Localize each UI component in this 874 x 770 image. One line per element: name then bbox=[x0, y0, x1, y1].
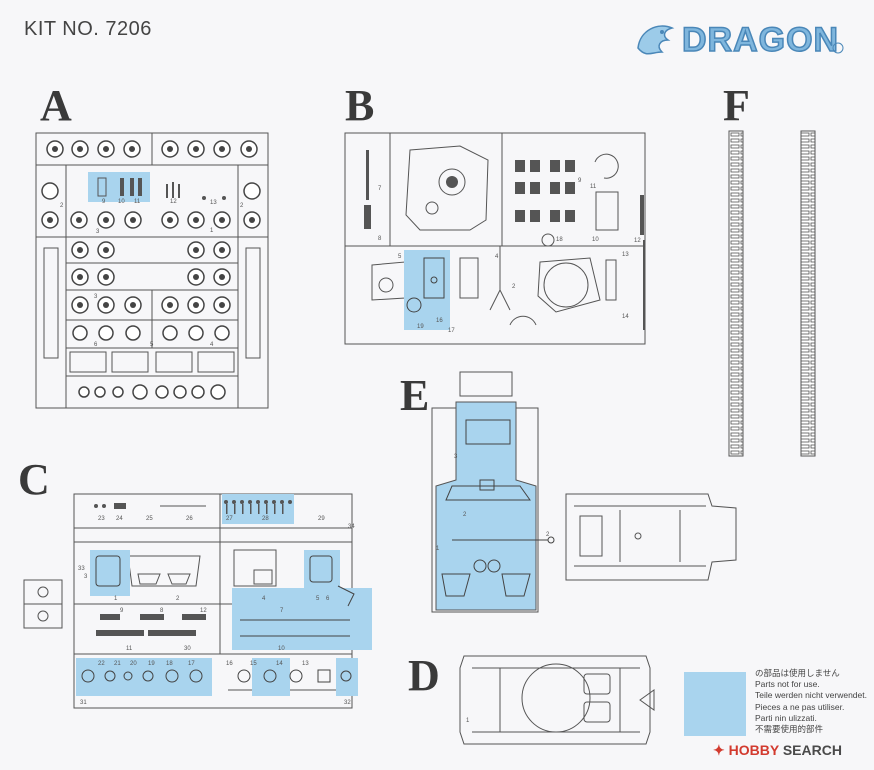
part-number: 11 bbox=[590, 184, 597, 190]
part-number: 9 bbox=[102, 199, 106, 205]
sprue-label-c: C bbox=[18, 455, 50, 504]
part-number: 2 bbox=[512, 284, 516, 290]
part-number: 20 bbox=[130, 661, 137, 667]
legend-line-it: Parti nin ulizzati. bbox=[755, 712, 817, 723]
part-number: 9 bbox=[578, 178, 582, 184]
part-number: 18 bbox=[556, 237, 563, 243]
part-number: 22 bbox=[98, 661, 105, 667]
part-number: 19 bbox=[417, 324, 424, 330]
part-number: 3 bbox=[454, 454, 458, 460]
part-number: 1 bbox=[114, 596, 118, 602]
part-num: 2 bbox=[60, 203, 64, 209]
track-left bbox=[728, 130, 744, 457]
dragon-logo: DRAGON bbox=[632, 18, 846, 64]
part-number: 4 bbox=[210, 342, 214, 348]
part-number: 19 bbox=[148, 661, 155, 667]
part-number: 33 bbox=[78, 566, 85, 572]
part-number: 5 bbox=[150, 342, 154, 348]
unused-parts-legend: の部品は使用しません Parts not for use. Teile werd… bbox=[755, 668, 867, 735]
part-number: 10 bbox=[118, 199, 125, 205]
legend-line-fr: Pieces a ne pas utiliser. bbox=[755, 701, 845, 712]
part-number: 18 bbox=[166, 661, 173, 667]
part-number: 7 bbox=[378, 186, 382, 192]
part-number: 3 bbox=[94, 294, 98, 300]
part-number: 26 bbox=[186, 516, 193, 522]
part-number: 3 bbox=[84, 574, 88, 580]
part-number: 14 bbox=[622, 314, 629, 320]
part-number: 11 bbox=[126, 646, 133, 652]
part-number: 2 bbox=[176, 596, 180, 602]
part-number: 6 bbox=[94, 342, 98, 348]
part-number: 1 bbox=[436, 546, 440, 552]
part-number: 11 bbox=[134, 199, 141, 205]
part-number: 12 bbox=[170, 199, 177, 205]
legend-line-ja: の部品は使用しません bbox=[755, 668, 840, 678]
part-number: 1 bbox=[210, 228, 214, 234]
part-number: 13 bbox=[210, 200, 217, 206]
part-number: 16 bbox=[436, 318, 443, 324]
part-number: 12 bbox=[200, 608, 207, 614]
part-number: 27 bbox=[226, 516, 233, 522]
legend-line-de: Teile werden nicht verwendet. bbox=[755, 690, 867, 701]
part-number: 2 bbox=[463, 512, 467, 518]
part-number: 8 bbox=[378, 236, 382, 242]
part-number: 10 bbox=[278, 646, 285, 652]
part-number: 6 bbox=[326, 596, 330, 602]
watermark-suffix: SEARCH bbox=[778, 742, 842, 758]
sprue-label-e: E bbox=[400, 371, 430, 420]
legend-line-en: Parts not for use. bbox=[755, 679, 820, 690]
part-number: 2 bbox=[546, 532, 550, 538]
sprue-label-d: D bbox=[408, 651, 440, 700]
part-number: 23 bbox=[98, 516, 105, 522]
part-number: 16 bbox=[226, 661, 233, 667]
part-number: 4 bbox=[495, 254, 499, 260]
part-number: 21 bbox=[114, 661, 121, 667]
watermark-prefix: HOBBY bbox=[728, 742, 779, 758]
sprue-label-f: F bbox=[723, 81, 750, 130]
part-number: 15 bbox=[250, 661, 257, 667]
part-number: 28 bbox=[262, 516, 269, 522]
part-number: 1 bbox=[466, 718, 470, 724]
part-number: 24 bbox=[116, 516, 123, 522]
part-number: 29 bbox=[318, 516, 325, 522]
part-number: 25 bbox=[146, 516, 153, 522]
dragon-emblem-icon bbox=[637, 25, 675, 55]
part-number: 31 bbox=[80, 700, 87, 706]
part-number: 9 bbox=[120, 608, 124, 614]
part-number: 30 bbox=[184, 646, 191, 652]
part-number: 5 bbox=[316, 596, 320, 602]
sprue-label-a: A bbox=[40, 81, 72, 130]
part-number: 34 bbox=[348, 524, 355, 530]
part-number: 5 bbox=[398, 254, 402, 260]
part-number: 8 bbox=[160, 608, 164, 614]
tag-icon: ✦ bbox=[713, 742, 725, 758]
unused-parts-swatch bbox=[684, 672, 746, 736]
track-right bbox=[800, 130, 816, 457]
part-number: 12 bbox=[634, 238, 641, 244]
kit-number: KIT NO. 7206 bbox=[24, 18, 152, 40]
hobby-search-watermark: ✦ HOBBY SEARCH bbox=[713, 742, 842, 759]
part-number: 17 bbox=[188, 661, 195, 667]
part-number: 4 bbox=[262, 596, 266, 602]
part-number: 32 bbox=[344, 700, 351, 706]
sprue-label-b: B bbox=[345, 81, 375, 130]
part-number: 17 bbox=[448, 328, 455, 334]
part-number: 7 bbox=[280, 608, 284, 614]
part-number: 2 bbox=[240, 203, 244, 209]
brand-name: DRAGON bbox=[681, 20, 840, 60]
part-number: 10 bbox=[592, 237, 599, 243]
registered-icon bbox=[832, 42, 844, 54]
part-number: 14 bbox=[276, 661, 283, 667]
part-number: 13 bbox=[622, 252, 629, 258]
legend-line-zh: 不需要使用的部件 bbox=[755, 724, 824, 735]
part-number: 13 bbox=[302, 661, 309, 667]
part-number: 3 bbox=[96, 229, 100, 235]
